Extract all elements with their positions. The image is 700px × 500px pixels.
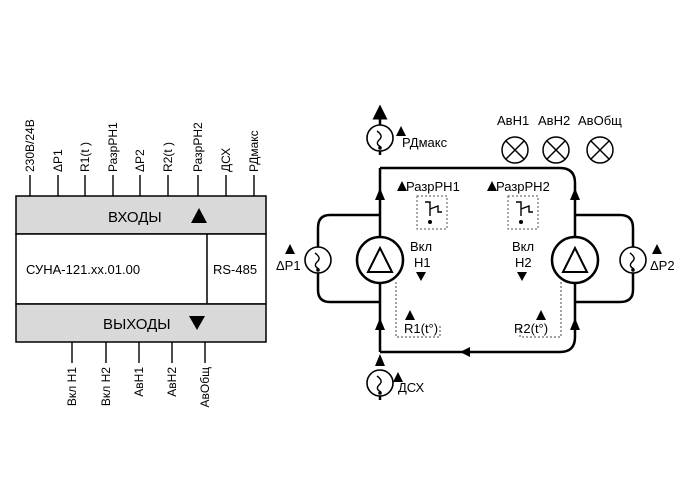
label-vkl-h1: Вкл [410,239,432,254]
switch-perm1-icon [416,195,448,230]
alarm-lamps: АвН1 АвН2 АвОбщ [497,113,622,164]
lamp-avh2-icon [542,136,570,164]
controller-interface: RS-485 [213,262,257,277]
input-label-dp2: ΔР2 [133,149,147,172]
dsx-arrow-icon [393,372,403,382]
lamp-avh1-icon [501,136,529,164]
input-label-230v: 230В/24В [23,119,37,172]
input-label-r2: R2(t ) [161,142,175,172]
gauge-dsx-icon [366,369,394,397]
output-label-avh2: АвН2 [165,367,179,397]
pump-h1-icon [355,235,405,285]
controller-model: СУНА-121.xx.01.00 [26,262,140,277]
label-dp2: ΔР2 [650,258,675,273]
pump-h2-icon [550,235,600,285]
label-vkl-h2: Вкл [512,239,534,254]
dp2-arrow-icon [652,244,662,254]
pump-scheme: АвН1 АвН2 АвОбщ [276,104,675,400]
alarm-label-avobsh: АвОбщ [578,113,622,128]
output-terminal-lines [71,342,206,363]
gauge-rdmax-icon [366,124,394,152]
gauge-dp1-icon [304,246,332,274]
gauge-dp2-icon [619,246,647,274]
vkl-h2-arrow-icon [517,272,527,281]
label-h2: Н2 [515,255,532,270]
alarm-label-avh1: АвН1 [497,113,529,128]
perm1-arrow-icon [397,181,407,191]
input-label-perm1: РазрРН1 [106,122,120,172]
label-r2: R2(t°) [514,321,548,336]
input-label-r1: R1(t ) [78,142,92,172]
outputs-arrow-icon [189,316,205,330]
input-terminal-lines [29,175,255,196]
label-r1: R1(t°) [404,321,438,336]
label-rdmax: РДмакс [402,135,448,150]
input-label-dp1: ΔР1 [51,149,65,172]
inputs-arrow-icon [191,208,207,223]
controller-body [15,233,267,305]
rdmax-arrow-icon [396,126,406,136]
vkl-h1-arrow-icon [416,272,426,281]
alarm-label-avh2: АвН2 [538,113,570,128]
signal-lines [395,282,562,338]
r1-arrow-icon [405,310,415,320]
input-label-rdmax: РДмакс [247,130,261,172]
outputs-header: ВЫХОДЫ [103,316,171,333]
input-label-perm2: РазрРН2 [191,122,205,172]
label-dsx: ДСХ [398,380,424,395]
perm2-arrow-icon [487,181,497,191]
label-perm2: РазрРН2 [496,179,550,194]
label-dp1: ΔР1 [276,258,301,273]
inputs-header: ВХОДЫ [108,209,162,226]
outputs-band [15,303,267,343]
label-h1: Н1 [414,255,431,270]
label-perm1: РазрРН1 [406,179,460,194]
output-label-avh1: АвН1 [132,367,146,397]
output-label-vkl-h2: Вкл Н2 [99,367,113,406]
output-label-avobsh: АвОбщ [198,367,212,408]
dp1-arrow-icon [285,244,295,254]
controller-block: 230В/24В ΔР1 R1(t ) РазрРН1 ΔР2 R2(t ) Р… [15,119,267,408]
output-label-vkl-h1: Вкл Н1 [65,367,79,406]
flow-arrows [375,188,580,366]
switch-perm2-icon [507,195,539,230]
input-label-dsx: ДСХ [219,148,233,172]
inputs-band [15,195,267,235]
r2-arrow-icon [536,310,546,320]
lamp-avobsh-icon [586,136,614,164]
